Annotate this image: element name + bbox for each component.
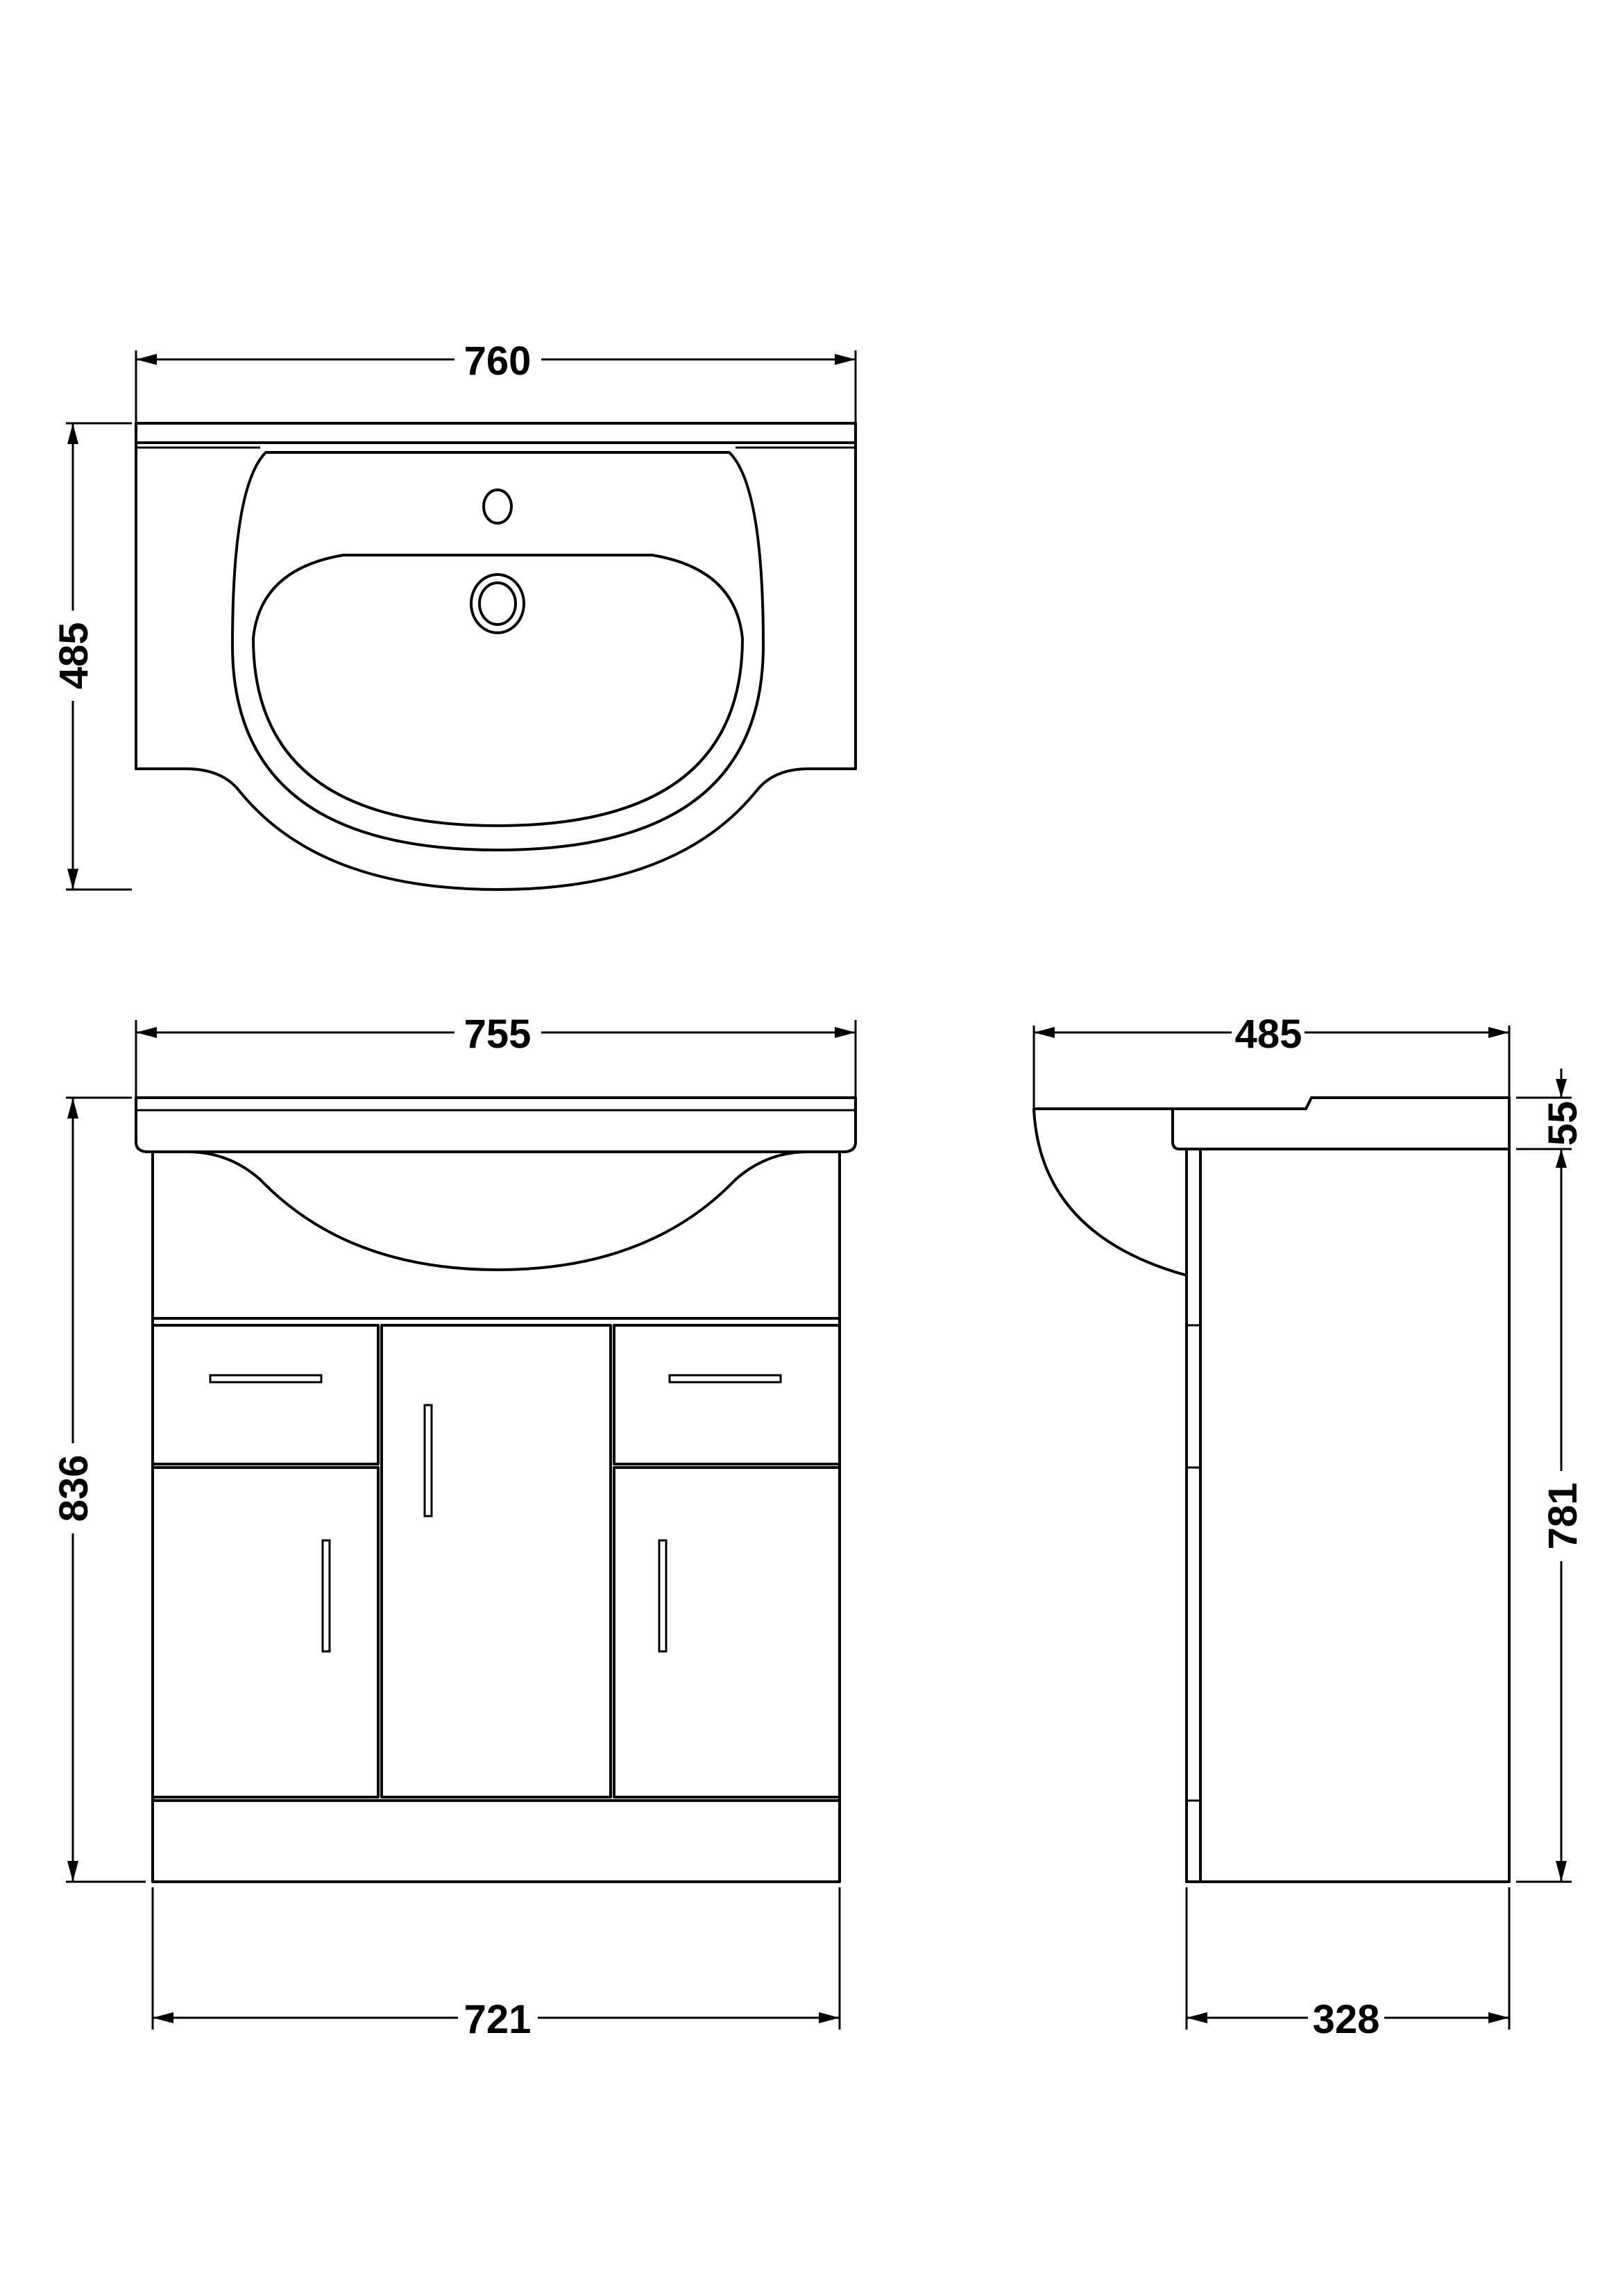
- front-height-dimension: 836: [51, 1096, 146, 1883]
- plan-view: 760 485: [51, 339, 857, 891]
- right-door-handle[interactable]: [658, 1539, 668, 1653]
- bowl-underside: [151, 1150, 841, 1271]
- front-cabinet-width-dimension: 721: [151, 1887, 841, 2042]
- side-basin-height-dimension: 55: [1516, 1069, 1586, 1180]
- plan-depth-label: 485: [51, 622, 96, 690]
- left-door-handle[interactable]: [321, 1539, 331, 1653]
- left-door[interactable]: [151, 1466, 380, 1798]
- plan-width-dimension: 760: [135, 339, 857, 423]
- basin-front: [135, 1096, 857, 1153]
- side-cabinet-height-label: 781: [1540, 1483, 1586, 1550]
- inner-bowl: [252, 554, 744, 827]
- plan-depth-dimension: 485: [51, 422, 132, 891]
- side-depth-label: 485: [1235, 1012, 1302, 1057]
- waste-outer: [470, 573, 525, 634]
- front-basin-width-dimension: 755: [135, 1012, 857, 1096]
- right-drawer[interactable]: [613, 1324, 841, 1465]
- side-cabinet-height-dimension: 781: [1516, 1149, 1586, 1883]
- side-basin-height-label: 55: [1540, 1101, 1586, 1146]
- waste-inner: [478, 581, 517, 626]
- left-drawer-handle[interactable]: [209, 1374, 323, 1384]
- right-drawer-handle[interactable]: [668, 1374, 782, 1384]
- side-depth-dimension: 485: [1033, 1012, 1511, 1110]
- tap-hole: [482, 488, 513, 525]
- front-cabinet-width-label: 721: [464, 1997, 532, 2042]
- basin-profile: [1033, 1096, 1511, 1150]
- cabinet-body: [151, 1150, 841, 1883]
- basin-outline: [135, 441, 857, 891]
- bowl-rim: [231, 451, 765, 851]
- left-drawer[interactable]: [151, 1324, 380, 1465]
- centre-door-handle[interactable]: [423, 1404, 433, 1517]
- side-cabinet-depth-label: 328: [1313, 1997, 1380, 2042]
- back-rim: [135, 422, 857, 444]
- plan-width-label: 760: [464, 339, 532, 384]
- cabinet-side: [1185, 1148, 1511, 1883]
- right-door[interactable]: [613, 1466, 841, 1798]
- front-basin-width-label: 755: [464, 1012, 532, 1057]
- front-height-label: 836: [51, 1455, 96, 1522]
- bowl-curve: [1033, 1109, 1188, 1277]
- front-view: 755 836: [51, 1012, 857, 2042]
- side-view: 485 55 781: [1033, 1012, 1586, 2042]
- centre-door[interactable]: [380, 1324, 612, 1798]
- side-cabinet-depth-dimension: 328: [1185, 1887, 1511, 2042]
